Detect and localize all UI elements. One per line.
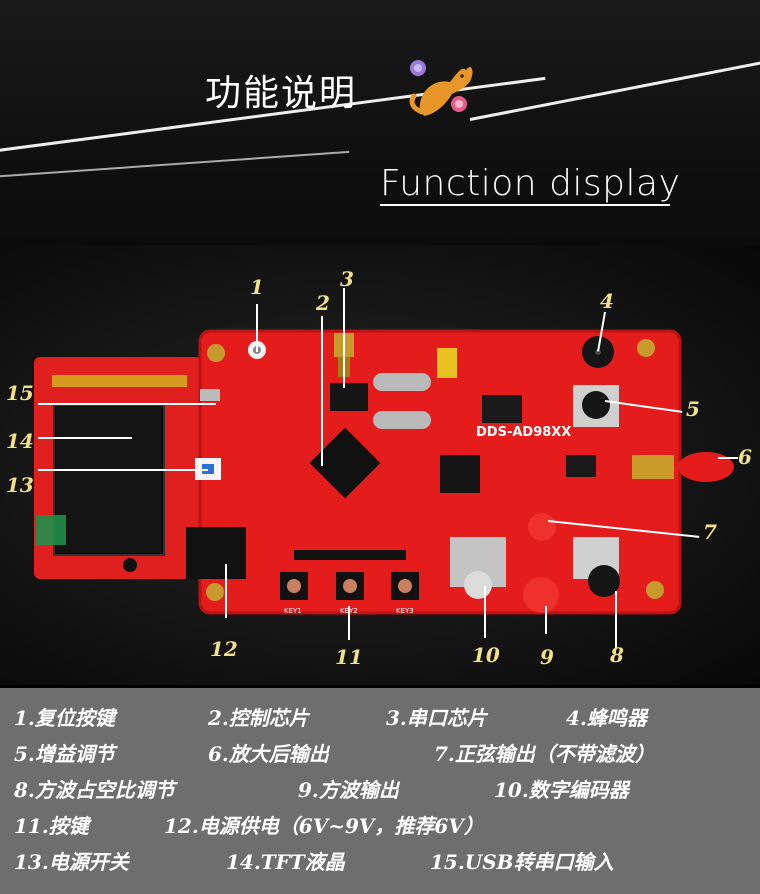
callout-line-10 — [484, 586, 486, 638]
cat-mascot-icon — [409, 60, 473, 116]
header-stripe — [0, 150, 350, 178]
callout-line-8 — [615, 591, 617, 649]
callout-number-3: 3 — [340, 267, 354, 291]
legend-item-sine-output: 7.正弦输出（不带滤波） — [434, 742, 655, 766]
legend-item-usb-serial: 15.USB转串口输入 — [430, 850, 614, 874]
key3-label: KEY3 — [396, 607, 414, 615]
legend-item-amplified-output: 6.放大后输出 — [208, 742, 329, 766]
callout-line-9 — [545, 606, 547, 634]
legend-item-power-supply: 12.电源供电（6V~9V，推荐6V） — [164, 814, 484, 838]
callout-number-12: 12 — [210, 637, 238, 661]
callout-number-15: 15 — [6, 381, 34, 405]
callout-line-13 — [38, 469, 208, 471]
callout-line-15 — [38, 403, 216, 405]
legend-item-serial-chip: 3.串口芯片 — [386, 706, 487, 730]
callout-line-1 — [256, 304, 258, 352]
callout-line-11 — [348, 606, 350, 640]
board-photo: DDS-AD98XX — [0, 245, 760, 685]
legend-item-keys: 11.按键 — [14, 814, 89, 838]
callout-number-8: 8 — [610, 643, 624, 667]
callout-number-1: 1 — [250, 275, 264, 299]
legend-item-duty-cycle-adjust: 8.方波占空比调节 — [14, 778, 175, 802]
board-silk-label: DDS-AD98XX — [476, 425, 571, 440]
callout-line-12 — [225, 564, 227, 618]
callout-line-14 — [38, 437, 132, 439]
callout-number-2: 2 — [316, 291, 330, 315]
legend-item-encoder: 10.数字编码器 — [494, 778, 629, 802]
page-title-english: Function display — [380, 163, 681, 204]
legend-line-3: 8.方波占空比调节 9.方波输出 10.数字编码器 — [14, 774, 629, 803]
key1-label: KEY1 — [284, 607, 302, 615]
callout-number-4: 4 — [600, 289, 614, 313]
legend-line-1: 1.复位按键 2.控制芯片 3.串口芯片 4.蜂鸣器 — [14, 702, 647, 731]
legend-item-reset-button: 1.复位按键 — [14, 706, 115, 730]
callout-line-3 — [343, 288, 345, 388]
legend-item-tft-lcd: 14.TFT液晶 — [226, 850, 345, 874]
legend-line-5: 13.电源开关 14.TFT液晶 15.USB转串口输入 — [14, 846, 614, 875]
page-title-chinese: 功能说明 — [205, 73, 358, 114]
legend-item-power-switch: 13.电源开关 — [14, 850, 129, 874]
callout-number-6: 6 — [738, 445, 752, 469]
callout-number-14: 14 — [6, 429, 34, 453]
callout-number-10: 10 — [472, 643, 500, 667]
feature-legend-panel: 1.复位按键 2.控制芯片 3.串口芯片 4.蜂鸣器 5.增益调节 6.放大后输出 7.正… — [0, 688, 760, 894]
callout-number-7: 7 — [703, 520, 717, 544]
legend-line-2: 5.增益调节 6.放大后输出 7.正弦输出（不带滤波） — [14, 738, 655, 767]
legend-item-buzzer: 4.蜂鸣器 — [566, 706, 647, 730]
header-banner: 功能说明 Function display — [0, 0, 760, 245]
legend-item-gain-adjust: 5.增益调节 — [14, 742, 115, 766]
callout-number-11: 11 — [335, 645, 363, 669]
callout-line-6 — [718, 457, 738, 459]
legend-line-4: 11.按键 12.电源供电（6V~9V，推荐6V） — [14, 810, 484, 839]
header-stripe — [469, 56, 760, 121]
callout-line-2 — [321, 316, 323, 466]
title-underline — [380, 204, 670, 206]
callout-number-13: 13 — [6, 473, 34, 497]
legend-item-square-output: 9.方波输出 — [298, 778, 399, 802]
dds-board-image: DDS-AD98XX — [34, 329, 734, 615]
legend-item-control-chip: 2.控制芯片 — [208, 706, 309, 730]
callout-number-5: 5 — [686, 397, 700, 421]
callout-number-9: 9 — [540, 645, 554, 669]
